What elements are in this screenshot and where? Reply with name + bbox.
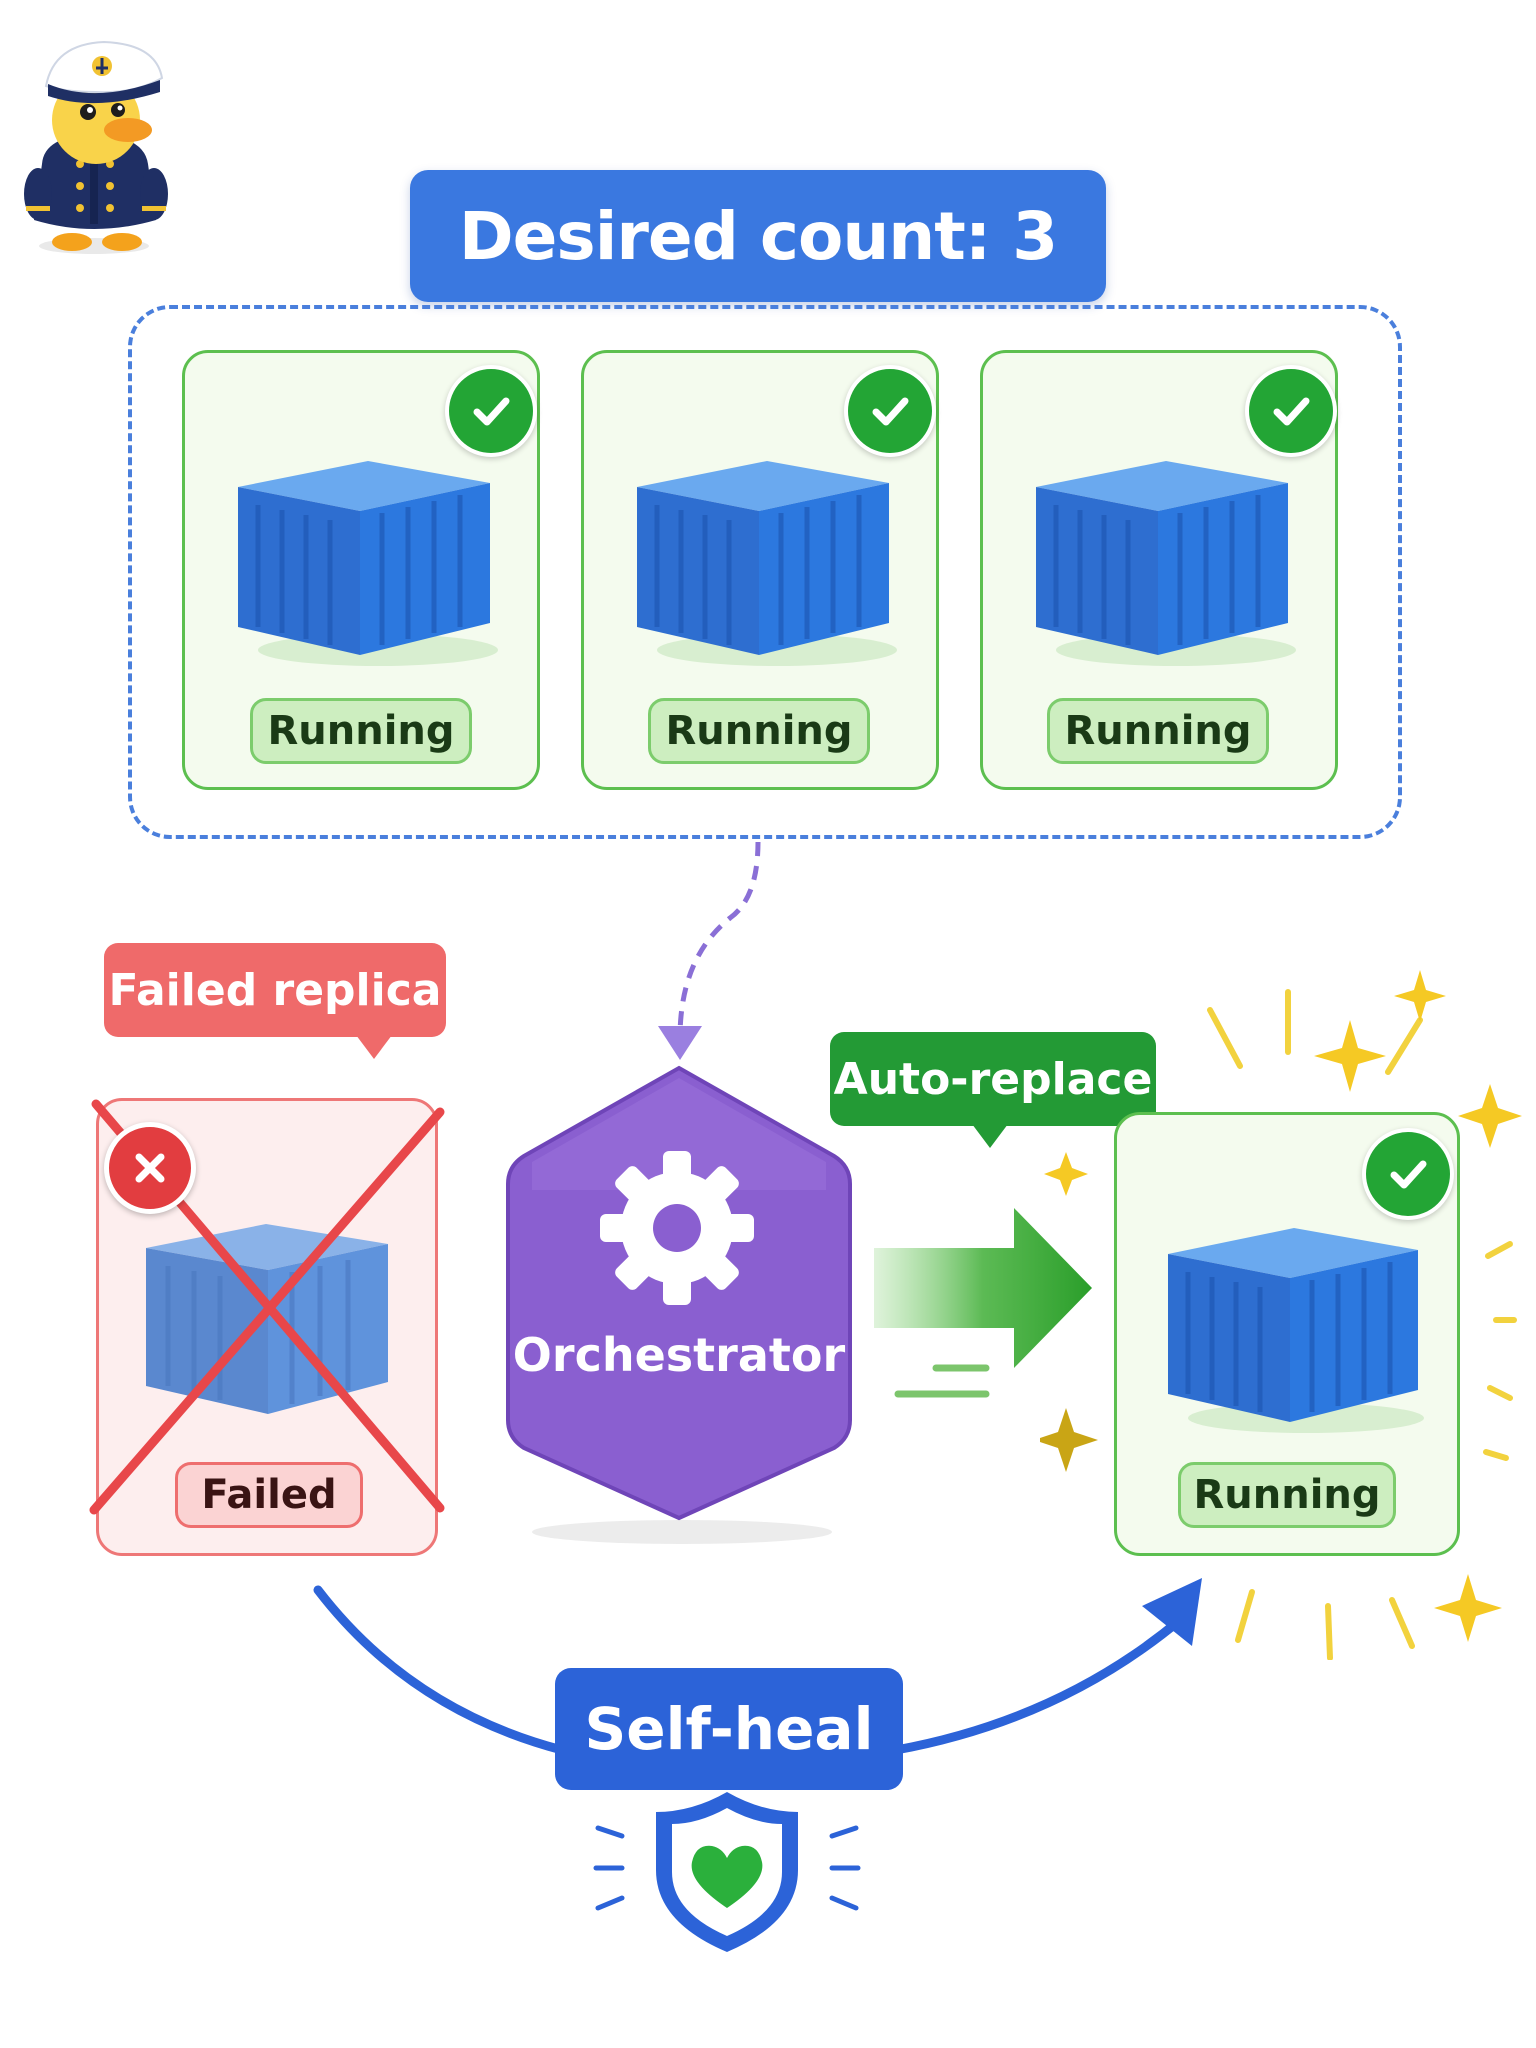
sparkle-decoration xyxy=(1040,970,1522,1660)
check-icon xyxy=(844,365,936,457)
container-icon xyxy=(1168,1228,1424,1433)
replace-arrow-icon xyxy=(874,1208,1092,1398)
status-badge: Running xyxy=(250,698,472,764)
status-badge: Running xyxy=(648,698,870,764)
callout-tail xyxy=(972,1124,1008,1148)
replacement-status-badge: Running xyxy=(1178,1462,1396,1528)
orchestrator-label: Orchestrator xyxy=(512,1328,846,1382)
self-heal-curve-arrow xyxy=(313,1578,1202,1755)
check-icon xyxy=(1362,1128,1454,1220)
shield-heart-icon xyxy=(593,1792,861,1952)
container-icon xyxy=(637,461,897,666)
check-icon xyxy=(445,365,537,457)
error-x-icon xyxy=(104,1122,196,1214)
callout-tail xyxy=(356,1035,392,1059)
status-badge: Running xyxy=(1047,698,1269,764)
auto-replace-callout-label: Auto-replace xyxy=(833,1053,1153,1105)
self-heal-label: Self-heal xyxy=(555,1668,903,1790)
failed-replica-callout-label: Failed replica xyxy=(108,964,442,1016)
failed-replica-callout: Failed replica xyxy=(104,943,446,1059)
replica-group xyxy=(128,305,1402,839)
container-icon xyxy=(1036,461,1296,666)
duck-captain-mascot xyxy=(24,40,168,254)
desired-count-title: Desired count: 3 xyxy=(410,170,1106,302)
failed-container-icon xyxy=(146,1224,388,1414)
group-to-orchestrator-connector xyxy=(658,841,761,1060)
failed-status-badge: Failed xyxy=(175,1462,363,1528)
auto-replace-callout: Auto-replace xyxy=(830,1032,1156,1148)
check-icon xyxy=(1245,365,1337,457)
container-icon xyxy=(238,461,498,666)
gear-icon xyxy=(600,1151,754,1305)
